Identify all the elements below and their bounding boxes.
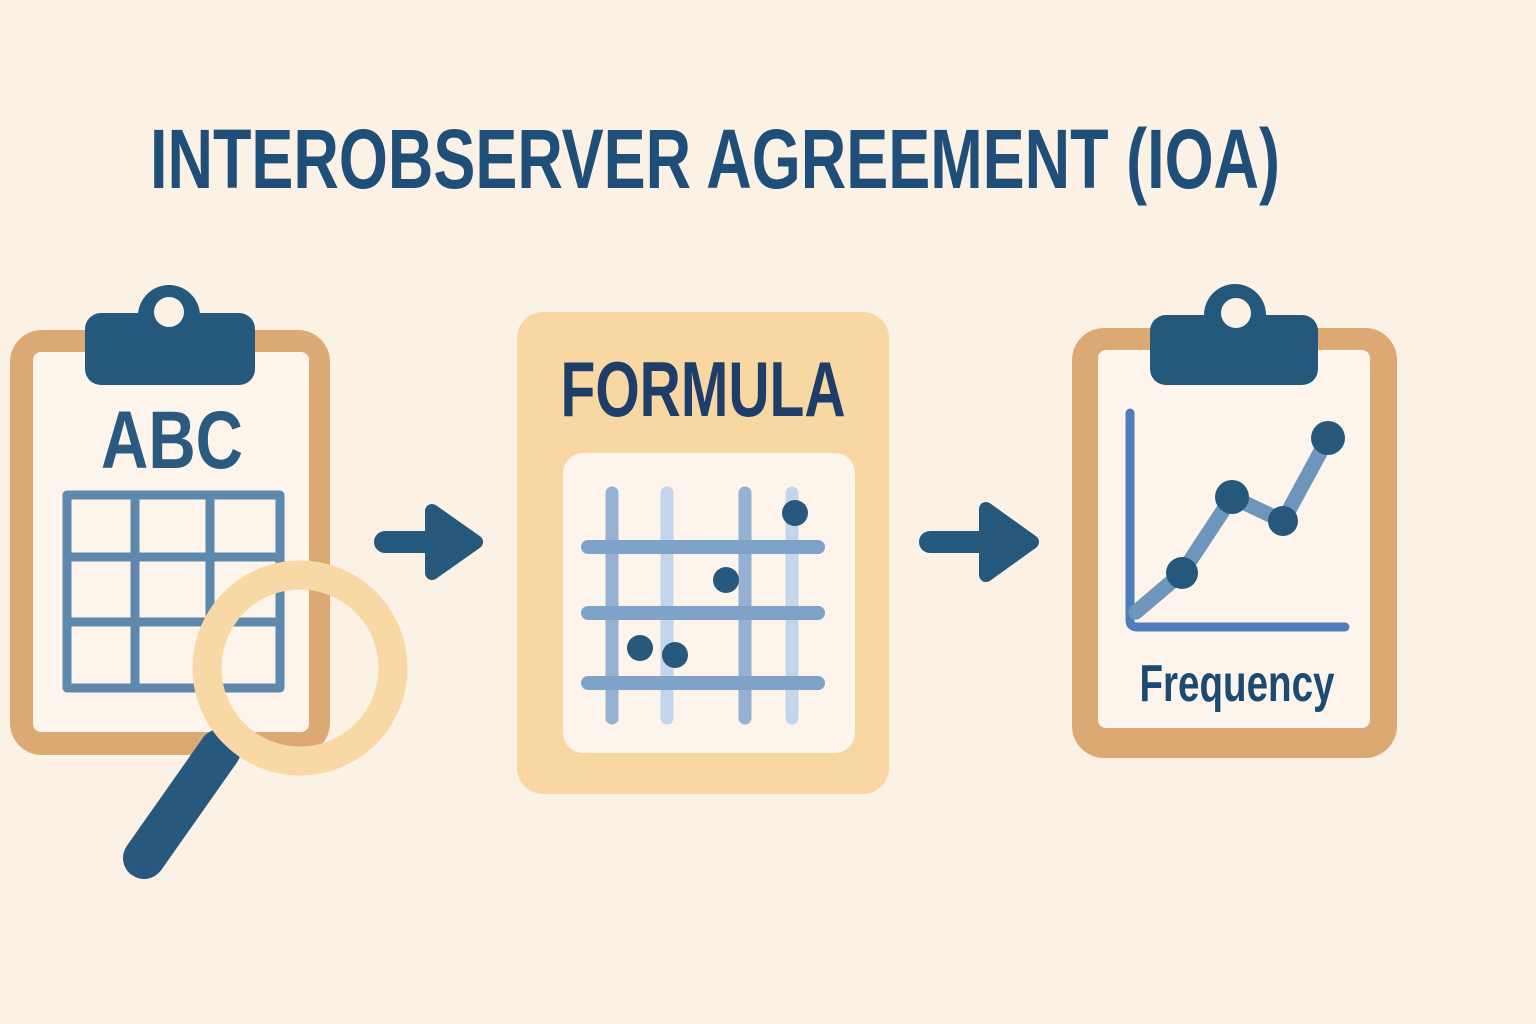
line-chart-icon bbox=[1125, 408, 1350, 632]
chart-axes bbox=[1125, 408, 1350, 632]
observation-panel: ABC bbox=[10, 285, 408, 879]
clipboard-clip-icon bbox=[85, 313, 255, 385]
chart-point bbox=[1311, 421, 1345, 455]
clipboard-clip-icon bbox=[1150, 315, 1318, 385]
arrow-right-icon bbox=[374, 504, 483, 580]
arrow-head bbox=[979, 502, 1039, 582]
data-dot bbox=[713, 567, 739, 593]
formula-panel: FORMULA bbox=[517, 312, 889, 794]
page-title: INTEROBSERVER AGREEMENT (IOA) bbox=[150, 112, 1280, 206]
magnifier-handle bbox=[123, 729, 241, 879]
chart-point bbox=[1268, 506, 1298, 536]
chart-points bbox=[1166, 421, 1345, 589]
clipboard-paper bbox=[1098, 350, 1370, 728]
magnifier-icon bbox=[192, 560, 408, 776]
graph-panel: Frequency bbox=[1072, 284, 1397, 758]
arrow-head bbox=[425, 504, 483, 580]
data-dot bbox=[627, 635, 653, 661]
observation-label: ABC bbox=[101, 395, 243, 486]
arrow-right-icon bbox=[919, 502, 1039, 582]
tally-grid-horizontal bbox=[581, 540, 825, 690]
clip-hole bbox=[154, 297, 184, 327]
chart-point bbox=[1166, 557, 1198, 589]
chart-point bbox=[1215, 480, 1249, 514]
formula-label: FORMULA bbox=[561, 345, 846, 433]
graph-label: Frequency bbox=[1140, 655, 1335, 713]
clipboard-paper bbox=[33, 352, 309, 732]
data-dot bbox=[782, 500, 808, 526]
data-dots-icon bbox=[627, 500, 808, 668]
clip-hole bbox=[1221, 298, 1251, 328]
data-dot bbox=[662, 642, 688, 668]
